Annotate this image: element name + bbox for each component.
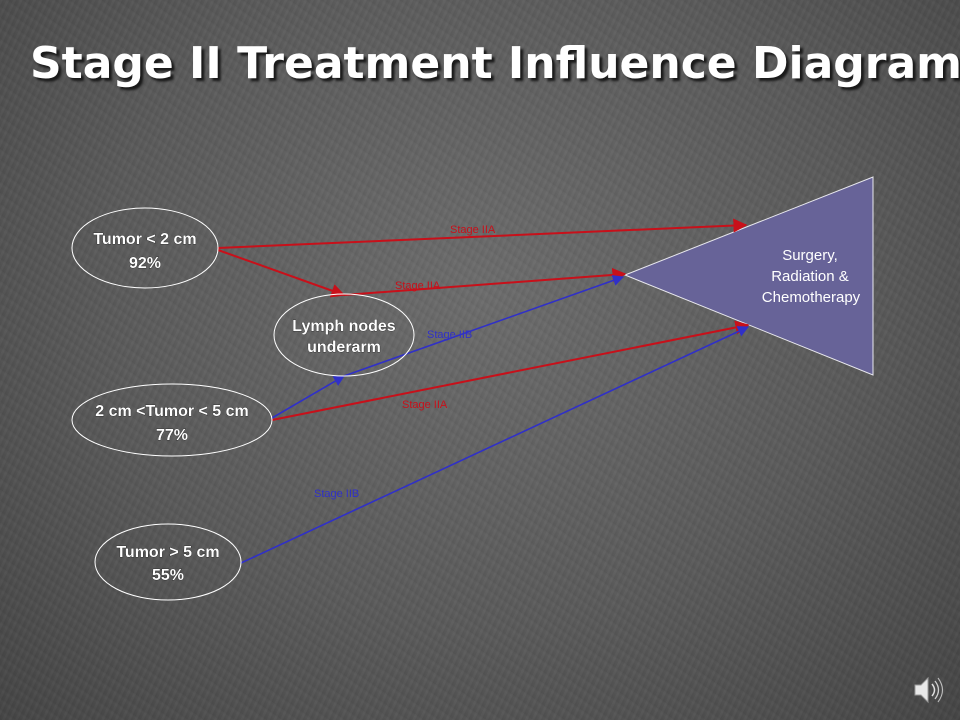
outcome-label-line3: Chemotherapy — [762, 289, 861, 306]
edge-tumor-small-to-outcome — [217, 218, 748, 249]
edge-tumor-large-to-outcome — [240, 326, 750, 564]
outcome-label-line1: Surgery, — [782, 247, 838, 264]
edge-tumor-medium-to-lymph — [271, 375, 345, 419]
node-tumor-large-line2: 55% — [152, 567, 184, 584]
edge-tumor-medium-to-outcome — [271, 320, 750, 421]
edge-tumor-small-to-lymph — [217, 249, 346, 298]
slide-title: Stage II Treatment Influence Diagram — [29, 38, 960, 89]
edge-label-stage-iia-top: Stage IIA — [450, 224, 496, 236]
outcome-label-line2: Radiation & — [771, 268, 849, 285]
node-tumor-small[interactable]: Tumor < 2 cm 92% — [71, 207, 219, 289]
edge-label-stage-iia-medium: Stage IIA — [402, 399, 448, 411]
edge-label-stage-iib-lymph: Stage IIB — [427, 329, 472, 341]
node-tumor-medium[interactable]: 2 cm <Tumor < 5 cm 77% — [71, 383, 273, 457]
speaker-icon[interactable] — [912, 672, 948, 708]
node-lymph-nodes-line2: underarm — [307, 339, 381, 356]
edge-lymph-to-outcome-iib — [343, 275, 625, 377]
node-tumor-medium-line2: 77% — [156, 427, 188, 444]
node-tumor-large[interactable]: Tumor > 5 cm 55% — [94, 523, 242, 601]
edge-label-stage-iia-lymph: Stage IIA — [395, 280, 441, 292]
node-lymph-nodes[interactable]: Lymph nodes underarm — [273, 293, 415, 377]
edge-lymph-to-outcome-iia — [343, 267, 627, 296]
edge-label-stage-iib-large: Stage IIB — [314, 488, 359, 500]
node-tumor-small-line2: 92% — [129, 255, 161, 272]
node-tumor-medium-line1: 2 cm <Tumor < 5 cm — [95, 403, 249, 420]
node-tumor-small-line1: Tumor < 2 cm — [93, 231, 196, 248]
node-lymph-nodes-line1: Lymph nodes — [292, 318, 396, 335]
node-tumor-large-line1: Tumor > 5 cm — [116, 544, 219, 561]
